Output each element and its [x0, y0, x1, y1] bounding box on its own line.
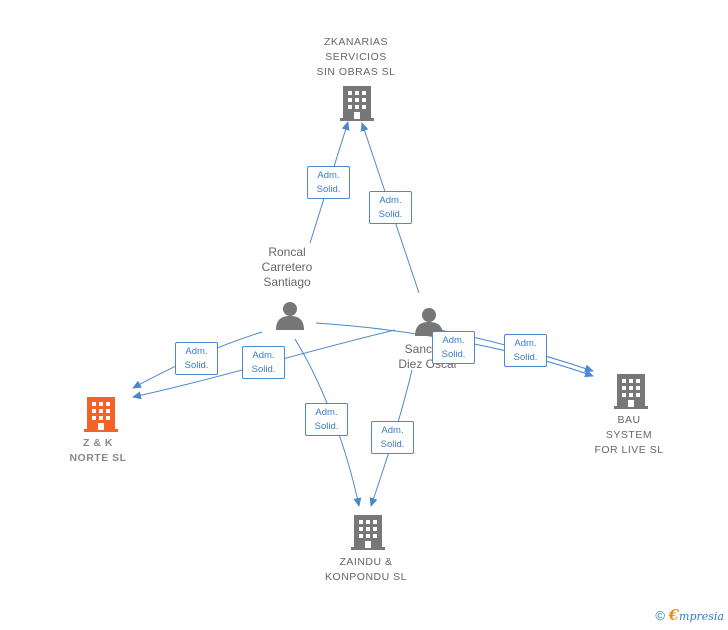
building-icon [84, 397, 118, 432]
edge-label-line2: Solid. [380, 439, 405, 450]
edge-label-badge[interactable]: Adm. Solid. [371, 421, 414, 454]
brand-watermark: © €mpresia [655, 606, 724, 624]
edge-label-line2: Solid. [513, 352, 538, 363]
edge-label-line1: Adm. [514, 338, 537, 349]
edge-label-badge[interactable]: Adm. Solid. [369, 191, 412, 224]
edge-label-line1: Adm. [442, 335, 465, 346]
edge-label-line2: Solid. [441, 349, 466, 360]
node-label-bau[interactable]: BAU SYSTEM FOR LIVE SL [594, 414, 664, 456]
person-icon [276, 302, 304, 330]
edge-label-line1: Adm. [315, 407, 338, 418]
edge-label-line1: Adm. [317, 170, 340, 181]
node-label-zk-norte[interactable]: Z & K NORTE SL [69, 437, 127, 464]
edge-label-line2: Solid. [314, 421, 339, 432]
building-icon [340, 86, 374, 121]
edge-label-badge[interactable]: Adm. Solid. [432, 331, 475, 364]
edge-label-line2: Solid. [184, 360, 209, 371]
edge-label-line1: Adm. [379, 195, 402, 206]
building-icon [614, 374, 648, 409]
edge-label-line2: Solid. [251, 364, 276, 375]
edge-label-badge[interactable]: Adm. Solid. [175, 342, 218, 375]
edge-label-badge[interactable]: Adm. Solid. [242, 346, 285, 379]
copyright-icon: © [655, 608, 665, 623]
node-label-roncal[interactable]: Roncal Carretero Santiago [261, 245, 313, 289]
edge-label-line2: Solid. [378, 209, 403, 220]
edge-label-badge[interactable]: Adm. Solid. [305, 403, 348, 436]
edge-label-line2: Solid. [316, 184, 341, 195]
node-label-zkanarias[interactable]: ZKANARIAS SERVICIOS SIN OBRAS SL [316, 36, 396, 78]
brand-logo-text: mpresia [679, 610, 724, 623]
edge-label-badge[interactable]: Adm. Solid. [504, 334, 547, 367]
node-label-zaindu[interactable]: ZAINDU & KONPONDU SL [325, 556, 407, 583]
brand-logo-e: € [668, 606, 680, 624]
edge-label-badge[interactable]: Adm. Solid. [307, 166, 350, 199]
building-icon [351, 515, 385, 550]
edge-label-line1: Adm. [185, 346, 208, 357]
edge-label-line1: Adm. [252, 350, 275, 361]
edge-label-line1: Adm. [381, 425, 404, 436]
